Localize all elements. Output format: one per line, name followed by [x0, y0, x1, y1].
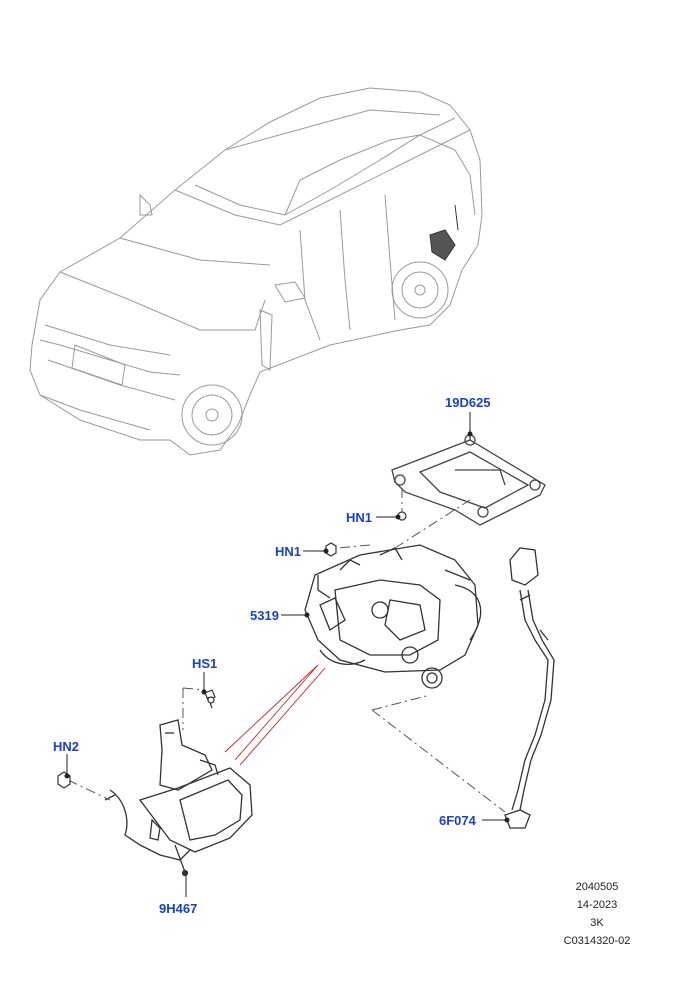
callout-6f074[interactable]: 6F074: [439, 813, 476, 828]
callout-19d625[interactable]: 19D625: [445, 395, 491, 410]
callout-hn1-upper[interactable]: HN1: [346, 510, 373, 525]
callout-hs1[interactable]: HS1: [192, 656, 218, 671]
reference-code-4: C0314320-02: [563, 935, 631, 947]
mounting-bracket: [391, 430, 546, 526]
relation-lines: [224, 664, 326, 766]
callout-5319[interactable]: 5319: [250, 608, 279, 623]
screw-hs1-part: [204, 689, 216, 709]
callout-hn1-lower[interactable]: HN1: [275, 544, 302, 559]
leader-lines: [66, 412, 505, 897]
assembly-lines: [67, 488, 506, 813]
reference-code-1: 2040505: [575, 881, 619, 893]
vehicle-illustration: [29, 87, 483, 456]
air-hose: [504, 547, 555, 829]
reference-code-2: 14-2023: [576, 899, 618, 911]
leader-dots: [64, 431, 510, 823]
compressor-assembly: [304, 544, 482, 689]
reference-code-3: 3K: [590, 917, 604, 929]
air-dryer: [104, 719, 253, 877]
callout-9h467[interactable]: 9H467: [159, 901, 198, 916]
callout-hn2[interactable]: HN2: [53, 739, 80, 754]
